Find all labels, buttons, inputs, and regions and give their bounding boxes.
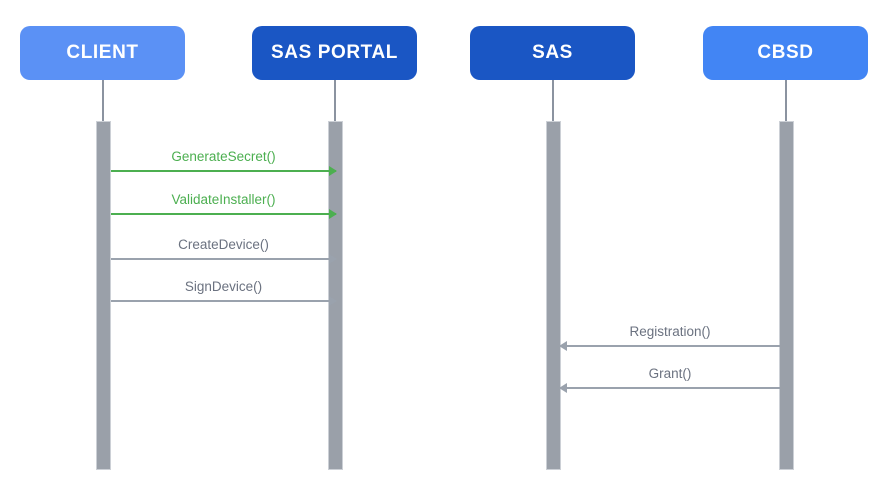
- participant-client[interactable]: CLIENT: [20, 26, 185, 80]
- message-label-grant: Grant(): [648, 366, 692, 381]
- activation-bar-sas-portal: [328, 121, 343, 470]
- lifeline-sas: [552, 80, 554, 121]
- message-label-registration: Registration(): [629, 324, 711, 339]
- participant-label-sas-portal: SAS PORTAL: [270, 42, 399, 63]
- participant-label-sas: SAS: [532, 42, 573, 63]
- arrowhead-right-icon: [329, 165, 337, 176]
- message-label-generate-secret: GenerateSecret(): [171, 149, 276, 164]
- participant-label-client: CLIENT: [66, 42, 139, 63]
- participant-cbsd[interactable]: CBSD: [703, 26, 868, 80]
- participant-label-cbsd: CBSD: [757, 42, 814, 63]
- lifeline-cbsd: [785, 80, 787, 121]
- participant-sas-portal[interactable]: SAS PORTAL: [252, 26, 417, 80]
- message-label-validate-installer: ValidateInstaller(): [171, 192, 276, 207]
- message-label-create-device: CreateDevice(): [178, 237, 269, 252]
- arrowhead-left-icon: [559, 382, 567, 393]
- message-line-create-device: [111, 258, 336, 260]
- lifeline-client: [102, 80, 104, 121]
- activation-bar-sas: [546, 121, 561, 470]
- message-line-registration: [560, 345, 780, 347]
- arrowhead-right-icon: [329, 208, 337, 219]
- lifeline-sas-portal: [334, 80, 336, 121]
- message-label-sign-device: SignDevice(): [184, 279, 263, 294]
- message-line-validate-installer: [111, 213, 336, 215]
- message-line-grant: [560, 387, 780, 389]
- arrowhead-left-icon: [559, 340, 567, 351]
- activation-bar-cbsd: [779, 121, 794, 470]
- activation-bar-client: [96, 121, 111, 470]
- participant-sas[interactable]: SAS: [470, 26, 635, 80]
- message-line-generate-secret: [111, 170, 336, 172]
- arrowhead-right-icon: [329, 253, 337, 264]
- arrowhead-right-icon: [329, 295, 337, 306]
- message-line-sign-device: [111, 300, 336, 302]
